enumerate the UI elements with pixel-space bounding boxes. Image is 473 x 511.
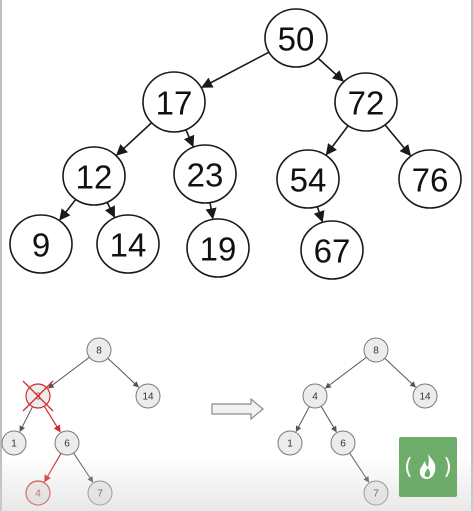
top-edge-n17-n12 (115, 122, 153, 156)
before-node-14: 14 (135, 383, 161, 409)
top-node-9: 9 (9, 214, 73, 274)
before-edge-b3-b1 (19, 406, 33, 432)
freecodecamp-logo: ( ) (399, 437, 457, 497)
after-node-4: 4 (302, 383, 328, 409)
before-tree-edges (19, 356, 139, 483)
top-node-9-label: 9 (32, 227, 50, 264)
freecodecamp-flame-icon: ( ) (401, 454, 455, 480)
after-tree-nodes: 8 4 14 1 6 7 (277, 337, 438, 506)
before-node-7: 7 (87, 480, 113, 506)
before-node-1-label: 1 (11, 439, 17, 450)
top-node-19-label: 19 (200, 231, 237, 268)
top-node-23: 23 (173, 144, 237, 204)
after-node-4-label: 4 (312, 392, 318, 403)
top-node-17: 17 (142, 71, 206, 133)
top-node-50-label: 50 (278, 21, 315, 58)
before-node-14-label: 14 (142, 392, 154, 403)
top-node-12-label: 12 (76, 159, 113, 196)
before-edge-b6-b7 (73, 452, 94, 483)
before-node-8: 8 (86, 337, 112, 363)
before-node-4: 4 (25, 480, 51, 506)
svg-text:(: ( (401, 455, 414, 480)
before-node-4-label: 4 (35, 489, 41, 500)
after-node-8-label: 8 (373, 346, 379, 357)
top-node-76: 76 (398, 149, 462, 209)
top-node-54-label: 54 (290, 162, 327, 199)
after-node-1-label: 1 (287, 439, 293, 450)
after-node-6: 6 (330, 430, 356, 456)
before-edge-b8-b3 (47, 356, 90, 389)
top-edge-n72-n54 (325, 125, 349, 156)
before-edge-b3-b6 (43, 405, 61, 433)
before-node-6: 6 (54, 430, 80, 456)
top-node-19: 19 (186, 218, 250, 278)
after-node-1: 1 (277, 430, 303, 456)
top-edge-n17-n23 (183, 129, 195, 148)
after-tree-edges (295, 356, 416, 483)
after-node-7: 7 (363, 480, 389, 506)
top-tree-nodes: 50 17 72 12 23 54 76 9 14 19 67 (9, 8, 462, 280)
after-edge-a8-a14 (384, 357, 416, 388)
after-edge-a6-a7 (349, 452, 370, 483)
top-edge-n23-n19 (205, 202, 217, 220)
top-edge-n54-n67 (313, 206, 325, 223)
after-node-8: 8 (363, 337, 389, 363)
top-node-67-label: 67 (314, 233, 351, 270)
after-edge-a4-a6 (320, 406, 337, 433)
after-node-14: 14 (412, 383, 438, 409)
before-node-6-label: 6 (64, 439, 70, 450)
top-node-23-label: 23 (187, 157, 224, 194)
top-node-17-label: 17 (156, 85, 193, 122)
top-node-14: 14 (96, 214, 160, 274)
top-node-72-label: 72 (348, 85, 385, 122)
before-node-7-label: 7 (97, 489, 103, 500)
top-node-12: 12 (62, 146, 126, 206)
transform-arrow-icon (211, 397, 264, 421)
top-edge-n72-n76 (384, 124, 412, 157)
after-node-6-label: 6 (340, 439, 346, 450)
svg-text:): ) (441, 455, 454, 480)
after-edge-a4-a1 (295, 406, 310, 433)
top-edge-n50-n17 (201, 51, 270, 88)
before-node-8-label: 8 (96, 346, 102, 357)
top-edge-n12-n9 (59, 198, 77, 221)
before-edge-b8-b14 (107, 357, 139, 388)
before-edge-b6-b4 (44, 453, 62, 483)
after-node-7-label: 7 (373, 489, 379, 500)
before-node-1: 1 (1, 430, 27, 456)
top-tree-edges (59, 51, 412, 223)
top-node-67: 67 (300, 220, 364, 280)
top-node-76-label: 76 (412, 162, 449, 199)
delete-cross-line-2 (22, 380, 54, 412)
top-node-50: 50 (264, 8, 328, 68)
after-edge-a8-a4 (324, 356, 367, 389)
top-node-54: 54 (276, 149, 340, 209)
top-node-72: 72 (334, 72, 398, 132)
top-node-14-label: 14 (110, 227, 147, 264)
top-edge-n12-n14 (104, 201, 116, 218)
top-edge-n50-n72 (317, 57, 344, 82)
before-node-3: 3 (22, 380, 54, 412)
after-node-14-label: 14 (419, 392, 431, 403)
